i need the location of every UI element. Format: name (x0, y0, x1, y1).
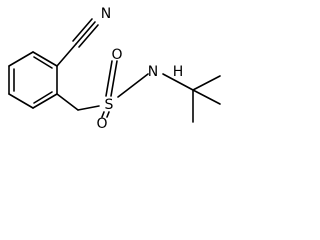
oxygen-top-label: O (111, 47, 122, 63)
oxygen-bottom-label: O (96, 116, 107, 132)
benzene-ring (8, 51, 58, 109)
amine-nitrogen-label: N (148, 64, 158, 80)
nitrile-nitrogen-label: N (101, 6, 111, 22)
methylene-bond (56, 93, 100, 111)
structure-diagram: N S O O N H (8, 6, 221, 132)
tert-butyl-group (192, 75, 221, 123)
amine-group: N H (148, 64, 194, 91)
sulfonyl-group: S O O (96, 47, 149, 132)
amine-hydrogen-label: H (173, 64, 184, 80)
nitrile-group: N (56, 6, 111, 67)
sulfur-label: S (105, 97, 114, 113)
